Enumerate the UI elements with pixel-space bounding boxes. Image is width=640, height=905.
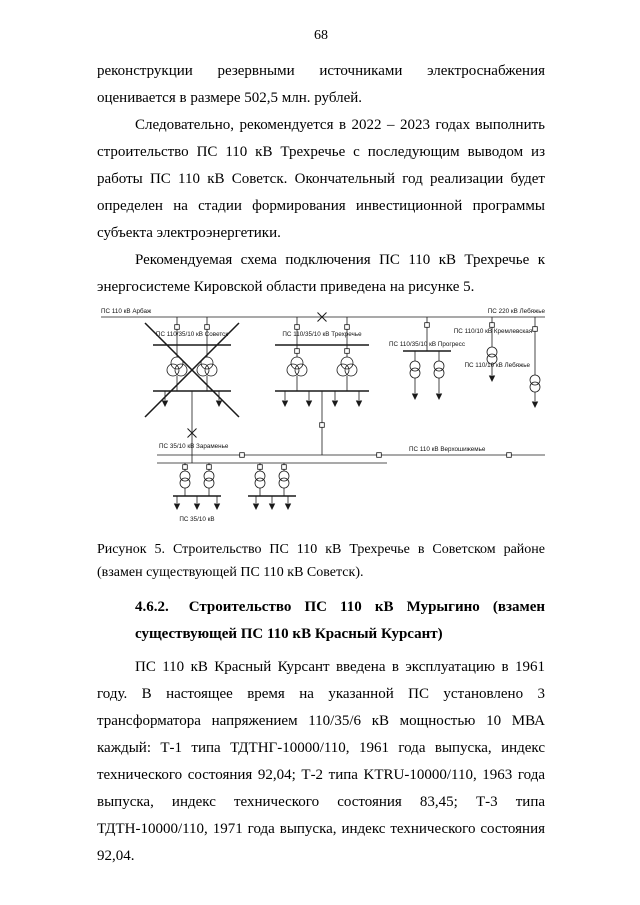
- substation-trekhrechye: ПС 110/35/10 кВ Трехречье: [275, 317, 369, 455]
- substation-35-10-b: [248, 463, 296, 510]
- section-heading-title: Строительство ПС 110 кВ Мурыгино (взамен…: [135, 599, 545, 642]
- paragraph-continuation: реконструкции резервными источниками эле…: [97, 63, 545, 106]
- label-ps-sovetsk: ПС 110/35/10 кВ Советск: [156, 331, 228, 338]
- label-ps-arbazh: ПС 110 кВ Арбаж: [101, 307, 152, 315]
- strikeout-x-sovetsk: [144, 322, 240, 418]
- substation-35-10-a: ПС 35/10 кВ: [173, 463, 221, 523]
- line-verkhoshizhemye: ПС 110 кВ Верхошижемье ПС 35/10 кВ Зарам…: [157, 443, 545, 464]
- label-ps-progress: ПС 110/35/10 кВ Прогресс: [389, 341, 465, 348]
- figure-5-caption: Рисунок 5. Строительство ПС 110 кВ Трехр…: [97, 542, 545, 580]
- figure-5: ПС 110 кВ Арбаж ПС 220 кВ Лебяжье ПС 110…: [97, 305, 545, 584]
- label-ps-zaramenye: ПС 35/10 кВ Зараменье: [159, 443, 229, 450]
- figure-5-schematic: ПС 110 кВ Арбаж ПС 220 кВ Лебяжье ПС 110…: [101, 307, 545, 523]
- label-ps-35-10: ПС 35/10 кВ: [179, 516, 214, 523]
- label-ps-lebyazhye-110: ПС 110/10 кВ Лебяжье: [464, 361, 530, 369]
- label-line-verkhoshizhemye: ПС 110 кВ Верхошижемье: [409, 446, 486, 453]
- section-heading: 4.6.2.Строительство ПС 110 кВ Мурыгино (…: [135, 594, 545, 648]
- label-ps-lebyazhye-220: ПС 220 кВ Лебяжье: [488, 307, 546, 315]
- substation-kremlevskaya: ПС 110/10 кВ Кремлевская: [454, 317, 532, 382]
- label-ps-kremlevskaya: ПС 110/10 кВ Кремлевская: [454, 328, 532, 335]
- substation-progress: ПС 110/35/10 кВ Прогресс: [389, 317, 465, 400]
- substation-lebyazhye-110: ПС 110/10 кВ Лебяжье: [464, 317, 541, 408]
- paragraph-krasny-kursant: ПС 110 кВ Красный Курсант введена в эксп…: [97, 659, 545, 864]
- substation-sovetsk: ПС 110/35/10 кВ Советск: [144, 317, 240, 463]
- paragraph-recommendation: Следовательно, рекомендуется в 2022 – 20…: [97, 117, 545, 241]
- line-110kv-top: ПС 110 кВ Арбаж ПС 220 кВ Лебяжье: [101, 307, 545, 322]
- page-number: 68: [314, 28, 328, 43]
- label-ps-trekhrechye: ПС 110/35/10 кВ Трехречье: [282, 331, 362, 338]
- section-heading-number: 4.6.2.: [135, 599, 169, 615]
- paragraph-figure-intro: Рекомендуемая схема подключения ПС 110 к…: [97, 252, 545, 295]
